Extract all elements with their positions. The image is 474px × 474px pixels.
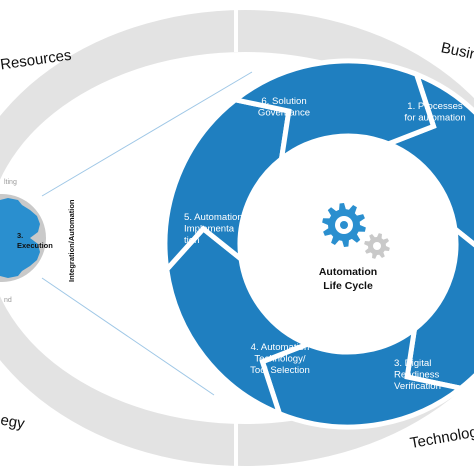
ring-label-strategy: egy	[0, 412, 26, 433]
execution-gear	[0, 194, 46, 282]
execution-label-number: 3.	[17, 231, 23, 240]
center-title-line2: Life Cycle	[323, 280, 373, 292]
execution-faint-bottom: nd	[4, 297, 12, 304]
ring-label-technology: Technolog	[409, 423, 474, 452]
execution-label: Execution	[17, 241, 53, 250]
execution-gear-blue	[0, 198, 40, 278]
connector-lines	[41, 71, 253, 396]
small-gear-icon	[364, 233, 390, 259]
center-title-line1: Automation	[319, 266, 377, 278]
ring-label-business: Busin	[439, 39, 474, 63]
integration-automation-label: Integration/Automation	[67, 199, 76, 282]
gear-icon	[322, 203, 366, 247]
execution-faint-top: lting	[4, 179, 17, 186]
cycle-segments	[162, 58, 474, 430]
